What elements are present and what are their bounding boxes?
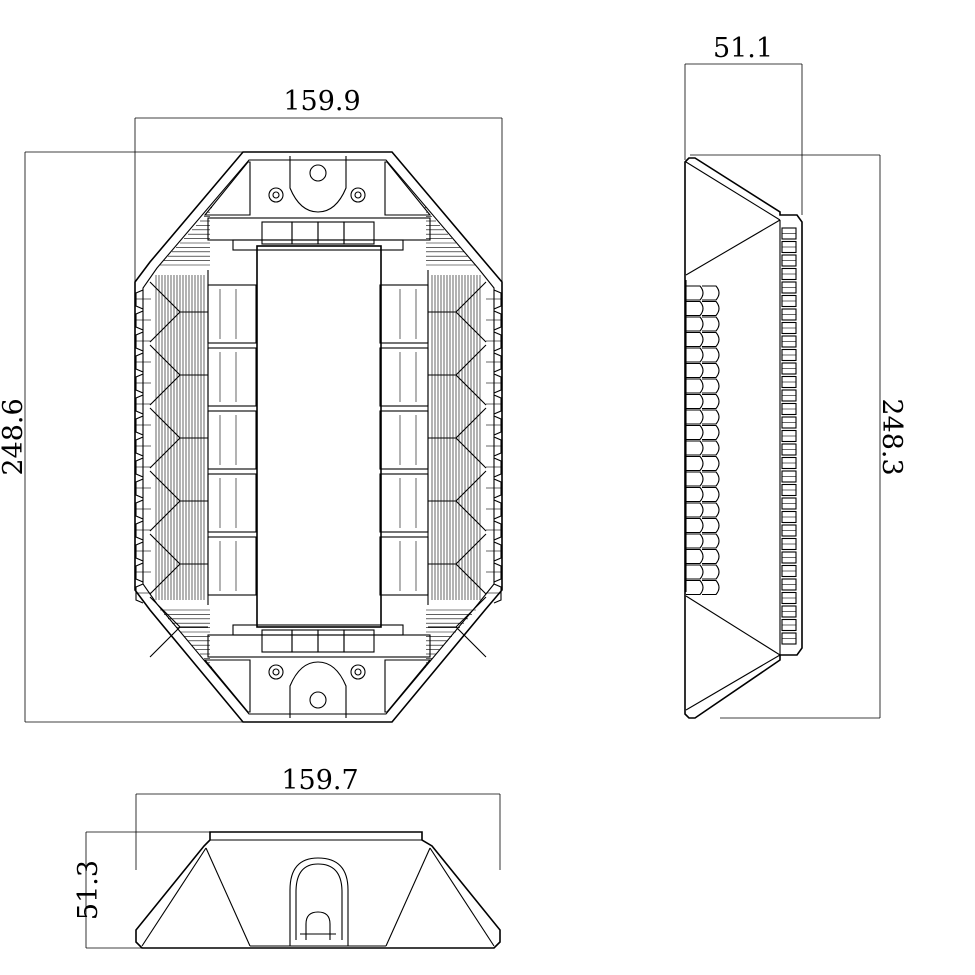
side-height-dimension: 248.3 bbox=[876, 398, 907, 475]
front-height-dimension: 248.6 bbox=[0, 398, 29, 475]
front-view: 159.9 248.6 bbox=[0, 86, 503, 723]
bottom-width-dimension: 159.7 bbox=[281, 765, 358, 796]
bottom-view: 159.7 51.3 bbox=[73, 765, 501, 949]
front-width-dimension: 159.9 bbox=[283, 86, 360, 117]
side-view: 51.1 248.3 bbox=[684, 33, 907, 719]
side-depth-dimension: 51.1 bbox=[713, 33, 773, 64]
bottom-height-dimension: 51.3 bbox=[73, 860, 104, 920]
